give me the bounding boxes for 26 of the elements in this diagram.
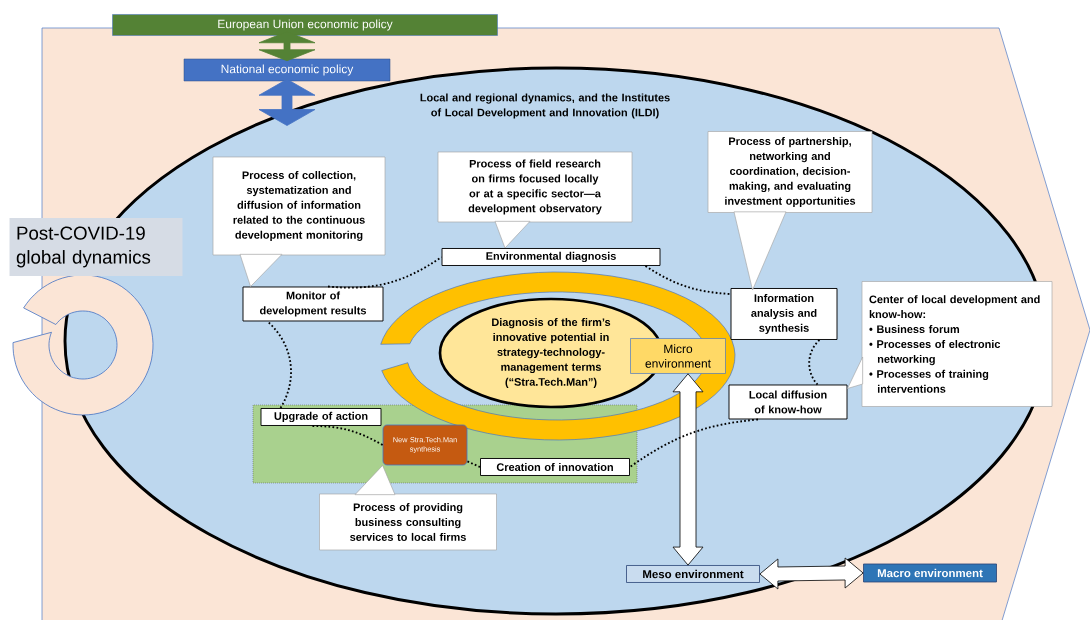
dotted-connector [327,256,443,289]
callout-box: Process of collection, systematization and diffusion of information related to the continuous development monitoring [212,156,386,256]
dotted-connector [266,320,292,409]
callout-box: Center of local development and know-how: • Business forum • Processes of electronic networking • Processes of training interventions [861,281,1053,407]
policy-bar: National economic policy [183,58,391,82]
double-arrow [258,78,316,126]
double-arrow [759,557,864,590]
environment-box: Meso environment [626,565,760,583]
dotted-connector [808,339,821,386]
callout-pointer [354,465,396,495]
stage-label: Local diffusion of know-how [728,384,848,420]
double-arrow [672,373,704,566]
dotted-connector [310,425,384,446]
stage-label: Creation of innovation [480,458,630,476]
environment-box: Macro environment [863,563,997,583]
stage-label: Upgrade of action [260,408,382,426]
region-label: Post-COVID-19 global dynamics [9,218,183,276]
callout-pointer [733,211,787,291]
callout-pointer [239,254,283,287]
callout-pointer [494,221,531,249]
policy-bar: European Union economic policy [112,14,498,36]
environment-box: Micro environment [630,338,726,374]
stage-label: Information analysis and synthesis [730,288,838,340]
callout-pointer [847,356,863,389]
dotted-connector [466,460,481,468]
dotted-connector [644,265,732,295]
